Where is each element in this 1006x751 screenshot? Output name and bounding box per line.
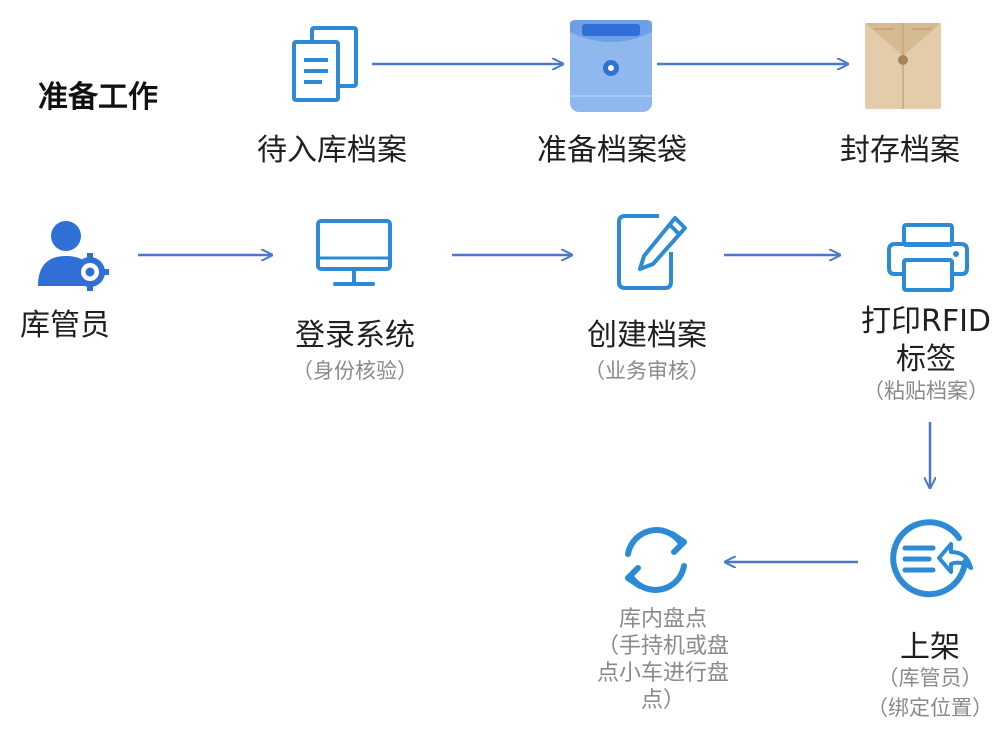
flow-label-shelve: 上架 (900, 630, 960, 665)
printer-icon (887, 223, 969, 292)
file-bag-icon (570, 20, 652, 112)
inventory-line-1: 库内盘点 (618, 607, 707, 632)
actor-label: 库管员 (20, 308, 110, 343)
flow-sub-print: （粘贴档案） (863, 379, 989, 403)
flow-sub-shelve-1: （库管员） (877, 666, 983, 690)
user-gear-icon (38, 221, 109, 291)
flow-label-create: 创建档案 (587, 318, 707, 353)
shelve-icon (890, 519, 973, 598)
flow-label-print-line2: 标签 (896, 342, 956, 377)
flow-sub-shelve-2: （绑定位置） (867, 696, 993, 720)
refresh-icon (625, 527, 687, 593)
inventory-line-2: （手持机或盘 (596, 634, 729, 659)
sealed-envelope-icon (865, 23, 941, 109)
prep-label-archive: 待入库档案 (257, 133, 407, 168)
section-title: 准备工作 (38, 80, 158, 115)
prep-label-bag: 准备档案袋 (537, 133, 687, 168)
monitor-icon (316, 219, 392, 286)
flow-sub-login: （身份核验） (292, 359, 418, 383)
flow-label-login: 登录系统 (295, 318, 415, 353)
inventory-line-3: 点小车进行盘 (596, 661, 729, 686)
documents-icon (292, 26, 358, 102)
flow-label-print-line1: 打印RFID (860, 304, 992, 339)
flow-sub-create: （业务审核） (584, 359, 710, 383)
prep-label-seal: 封存档案 (840, 133, 960, 168)
edit-document-icon (617, 214, 687, 290)
inventory-line-4: 点） (640, 688, 685, 713)
